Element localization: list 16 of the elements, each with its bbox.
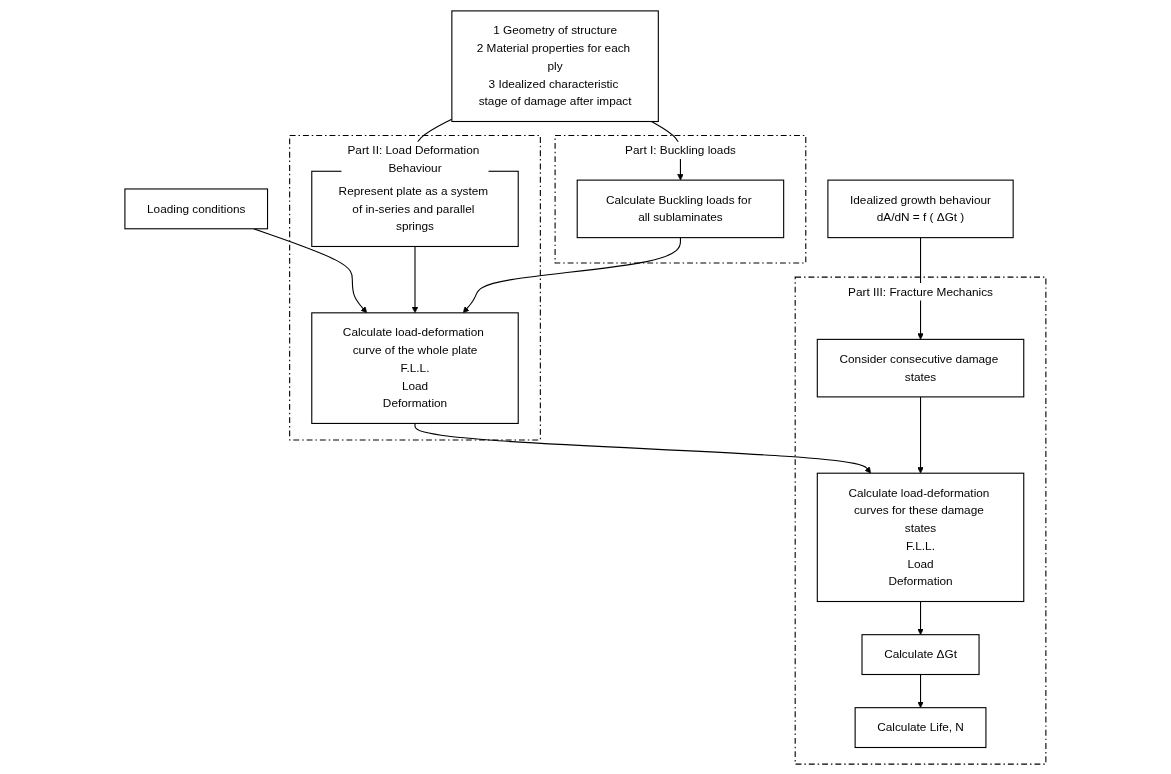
node-box: Calculate load-deformation curve of the whole plate F.L.L. Load Deformation xyxy=(311,311,519,424)
arrow xyxy=(411,245,419,313)
node-box: Calculate Life, N xyxy=(854,706,987,748)
node-box: Calculate load-deformation curves for these damage states F.L.L. Load Deformation xyxy=(816,472,1025,602)
node-box: Calculate ΔGt xyxy=(861,633,980,675)
arrow xyxy=(917,395,924,473)
arrow xyxy=(917,673,924,708)
node-box: Calculate Buckling loads for all sublaminates xyxy=(576,179,785,238)
arrow xyxy=(463,236,682,313)
node-box: Idealized growth behaviour dA/dN = f ( ΔGt ) xyxy=(827,179,1014,238)
arrow xyxy=(253,227,368,313)
arrow xyxy=(917,600,924,635)
node-box: Loading conditions xyxy=(124,187,269,229)
arrow xyxy=(414,422,872,473)
node-box: Consider consecutive damage states xyxy=(816,338,1025,397)
node-box: 1 Geometry of structure 2 Material properties for each ply 3 Idealized characteristic stage of damage after impact xyxy=(451,9,659,122)
